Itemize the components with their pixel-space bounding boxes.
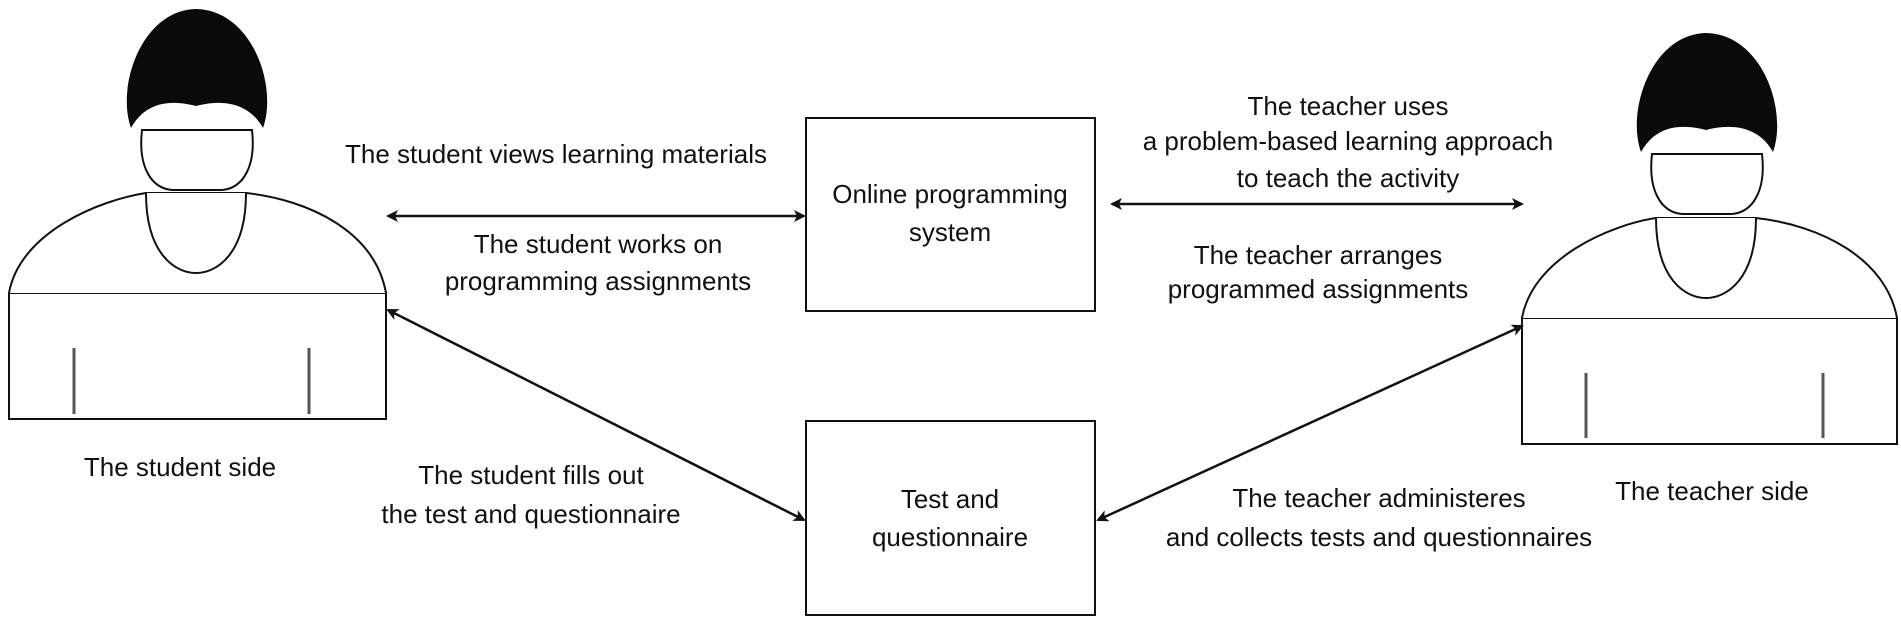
teacher-side-label: The teacher side (1615, 476, 1809, 506)
test-label-line-2: questionnaire (872, 522, 1028, 552)
student-fills-label-2: the test and questionnaire (381, 499, 680, 529)
student-hair-icon (126, 9, 268, 128)
system-label-line-2: system (909, 217, 991, 247)
teacher-hair-icon (1636, 33, 1778, 152)
online-programming-system-box: Online programming system (805, 117, 1096, 312)
student-works-label-1: The student works on (474, 229, 723, 259)
student-side-label: The student side (84, 452, 276, 482)
teacher-uses-label-3: to teach the activity (1237, 163, 1460, 193)
teacher-administers-label-2: and collects tests and questionnaires (1166, 522, 1592, 552)
teacher-administers-label-1: The teacher administeres (1232, 483, 1525, 513)
teacher-uses-label-1: The teacher uses (1248, 91, 1449, 121)
student-torso (8, 292, 387, 420)
student-figure-icon (8, 9, 387, 420)
student-neck (145, 192, 247, 275)
teacher-neck (1655, 217, 1757, 300)
test-label-line-1: Test and (901, 484, 999, 514)
student-test-arrow (386, 308, 806, 522)
test-and-questionnaire-box: Test and questionnaire (805, 420, 1096, 616)
student-fills-label-1: The student fills out (418, 460, 644, 490)
student-views-label: The student views learning materials (345, 139, 767, 169)
teacher-test-arrow (1096, 324, 1524, 522)
student-face (140, 129, 254, 191)
student-works-label-2: programming assignments (445, 266, 751, 296)
teacher-torso (1521, 317, 1898, 445)
teacher-arranges-label-1: The teacher arranges (1194, 240, 1443, 270)
teacher-face (1650, 153, 1764, 215)
teacher-arranges-label-2: programmed assignments (1168, 274, 1469, 304)
system-label-line-1: Online programming (832, 179, 1068, 209)
teacher-figure-icon (1521, 33, 1898, 445)
teacher-uses-label-2: a problem-based learning approach (1143, 126, 1554, 156)
